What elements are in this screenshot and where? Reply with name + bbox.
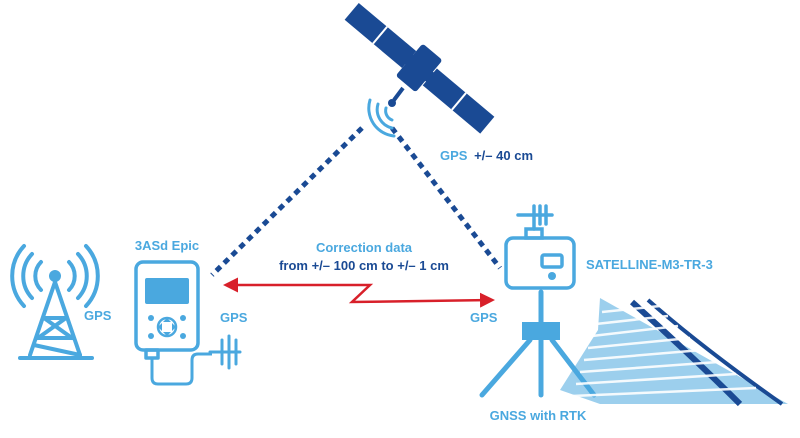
handheld-gps-label: GPS: [220, 310, 248, 325]
handheld-name-label: 3ASd Epic: [135, 238, 199, 253]
correction-data-link: [223, 277, 495, 308]
rover-gps-label: GPS: [470, 310, 498, 325]
tower-gps-label: GPS: [84, 308, 112, 323]
broadcast-waves-icon: [367, 98, 396, 138]
radio-name-label: SATELLINE-M3-TR-3: [586, 257, 713, 272]
gps-antenna-icon: [208, 334, 242, 370]
radio-modem-icon: [504, 204, 576, 290]
gps-accuracy-label: GPS +/– 40 cm: [440, 148, 533, 163]
satellite-icon: [344, 2, 495, 134]
signal-line-left: [210, 126, 364, 277]
correction-range-label: from +/– 100 cm to +/– 1 cm: [279, 258, 449, 273]
rover-caption-label: GNSS with RTK: [490, 408, 587, 423]
handheld-device-icon: [134, 260, 212, 386]
cell-tower-icon: [10, 244, 100, 360]
correction-title-label: Correction data: [316, 240, 413, 255]
signal-line-right: [390, 126, 502, 270]
railway-track-icon: [560, 298, 788, 407]
